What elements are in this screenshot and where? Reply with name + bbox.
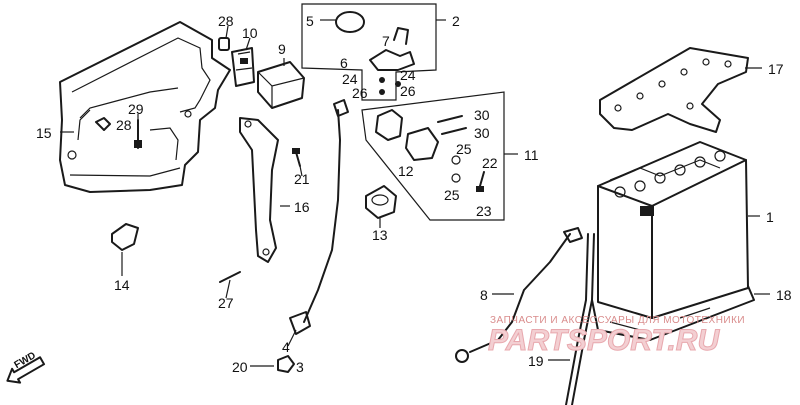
callout-27: 27 (218, 295, 234, 311)
callout-9: 9 (278, 41, 286, 57)
breather-tube-19 (565, 233, 595, 405)
bolt-28-lower (95, 117, 111, 131)
bracket-group-2 (301, 3, 437, 101)
fwd-arrow-icon: FWD (6, 350, 46, 384)
callout-7: 7 (382, 33, 390, 49)
callout-21: 21 (294, 171, 310, 187)
callout-13: 13 (372, 227, 388, 243)
callout-11: 11 (524, 147, 539, 163)
watermark: PARTSPORT.RU ЗАПЧАСТИ И АКСЕССУАРЫ ДЛЯ М… (488, 315, 745, 358)
callout-29: 29 (128, 101, 144, 117)
callout-26b: 26 (400, 83, 416, 99)
callout-24b: 24 (400, 67, 416, 83)
callout-28b: 28 (116, 117, 132, 133)
watermark-tagline: ЗАПЧАСТИ И АКСЕССУАРЫ ДЛЯ МОТОТЕХНИКИ (490, 315, 745, 326)
callout-labels: 1 2 3 4 5 6 7 8 9 10 11 12 13 14 15 16 1… (36, 13, 792, 375)
callout-20: 20 (232, 359, 248, 375)
relay-10 (231, 47, 255, 87)
callout-24a: 24 (342, 71, 358, 87)
callout-25b: 25 (444, 187, 460, 203)
clip-14 (111, 223, 139, 251)
callout-19: 19 (528, 353, 544, 369)
bolt-21 (292, 148, 301, 167)
watermark-logo: PARTSPORT.RU (488, 324, 720, 357)
stay-16 (239, 117, 279, 263)
callout-30b: 30 (474, 125, 490, 141)
callout-18: 18 (776, 287, 792, 303)
callout-1: 1 (766, 209, 774, 225)
callout-6: 6 (340, 55, 348, 71)
regulator-9 (257, 61, 305, 109)
callout-10: 10 (242, 25, 258, 41)
callout-25a: 25 (456, 141, 472, 157)
callout-15: 15 (36, 125, 52, 141)
callout-14: 14 (114, 277, 130, 293)
battery-box-frame (59, 21, 231, 193)
battery-tray-18 (591, 285, 755, 341)
callout-22: 22 (482, 155, 498, 171)
callout-2: 2 (452, 13, 460, 29)
battery-cable-8 (455, 227, 583, 363)
callout-16: 16 (294, 199, 310, 215)
cable-3 (289, 99, 349, 335)
leader-lines (60, 19, 770, 367)
callout-26a: 26 (352, 85, 368, 101)
battery-1 (597, 141, 749, 319)
cap-13 (365, 185, 397, 219)
callout-5: 5 (306, 13, 314, 29)
callout-28a: 28 (218, 13, 234, 29)
nut-20 (277, 355, 295, 373)
callout-8: 8 (480, 287, 488, 303)
battery-holder-17 (599, 47, 749, 133)
bolt-27 (219, 271, 241, 283)
bolt-28-upper (218, 37, 230, 51)
callout-23: 23 (476, 203, 492, 219)
callout-30a: 30 (474, 107, 490, 123)
callout-17: 17 (768, 61, 784, 77)
screw-29 (134, 119, 142, 149)
fwd-label: FWD (13, 350, 38, 371)
callout-4: 4 (282, 339, 290, 355)
callout-12: 12 (398, 163, 414, 179)
starter-relay-group-11 (361, 91, 505, 221)
callout-3: 3 (296, 359, 304, 375)
